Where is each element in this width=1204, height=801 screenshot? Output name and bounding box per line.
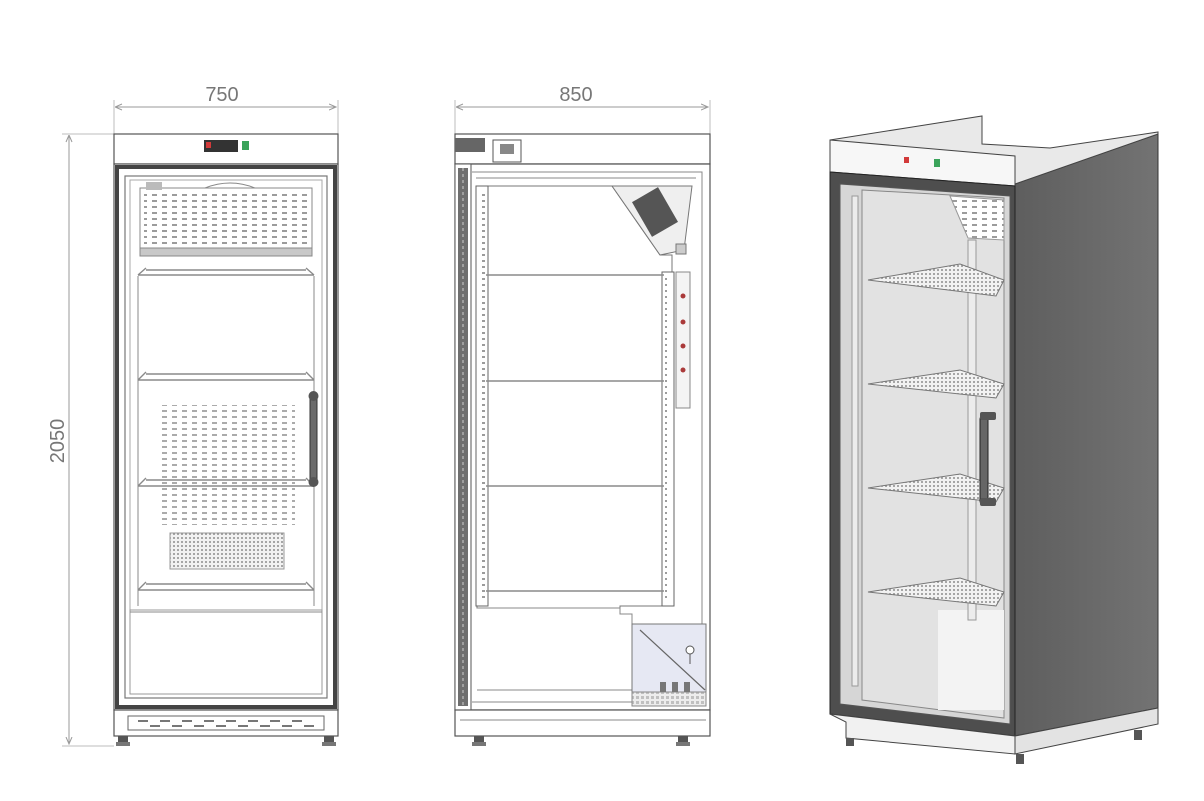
door-handle[interactable] bbox=[308, 391, 319, 487]
condenser-unit bbox=[631, 623, 707, 693]
shelf-3 bbox=[137, 477, 315, 487]
ventilation-grille bbox=[169, 532, 285, 570]
shelf-2 bbox=[137, 371, 315, 381]
height-dimension: 2050 bbox=[47, 133, 114, 747]
thermostat-display bbox=[204, 140, 238, 152]
perspective-shelf-2 bbox=[867, 369, 1005, 399]
feet-icon bbox=[116, 736, 336, 746]
width-dimension: 750 bbox=[113, 84, 339, 134]
section-feet-icon bbox=[472, 736, 690, 746]
depth-dimension: 850 bbox=[454, 84, 711, 134]
perspective-power-indicator-icon bbox=[904, 157, 909, 163]
height-dimension-label: 2050 bbox=[47, 419, 69, 464]
power-indicator-icon bbox=[206, 142, 211, 148]
perspective-door-handle[interactable] bbox=[979, 412, 996, 506]
perspective-shelf-4 bbox=[867, 577, 1005, 607]
perspective-shelf-3 bbox=[867, 473, 1005, 503]
perspective-switch-indicator-icon bbox=[934, 159, 940, 167]
perspective-view bbox=[829, 115, 1159, 764]
front-view bbox=[113, 133, 339, 746]
shelf-4 bbox=[137, 581, 315, 591]
depth-dimension-label: 850 bbox=[559, 84, 592, 106]
evaporator-fan-icon bbox=[611, 185, 693, 256]
side-section-view bbox=[454, 133, 711, 746]
width-dimension-label: 750 bbox=[205, 84, 238, 106]
switch-indicator-icon bbox=[242, 141, 249, 150]
perspective-feet-icon bbox=[846, 730, 1142, 764]
shelf-1 bbox=[137, 267, 315, 276]
perspective-shelf-1 bbox=[867, 263, 1005, 297]
